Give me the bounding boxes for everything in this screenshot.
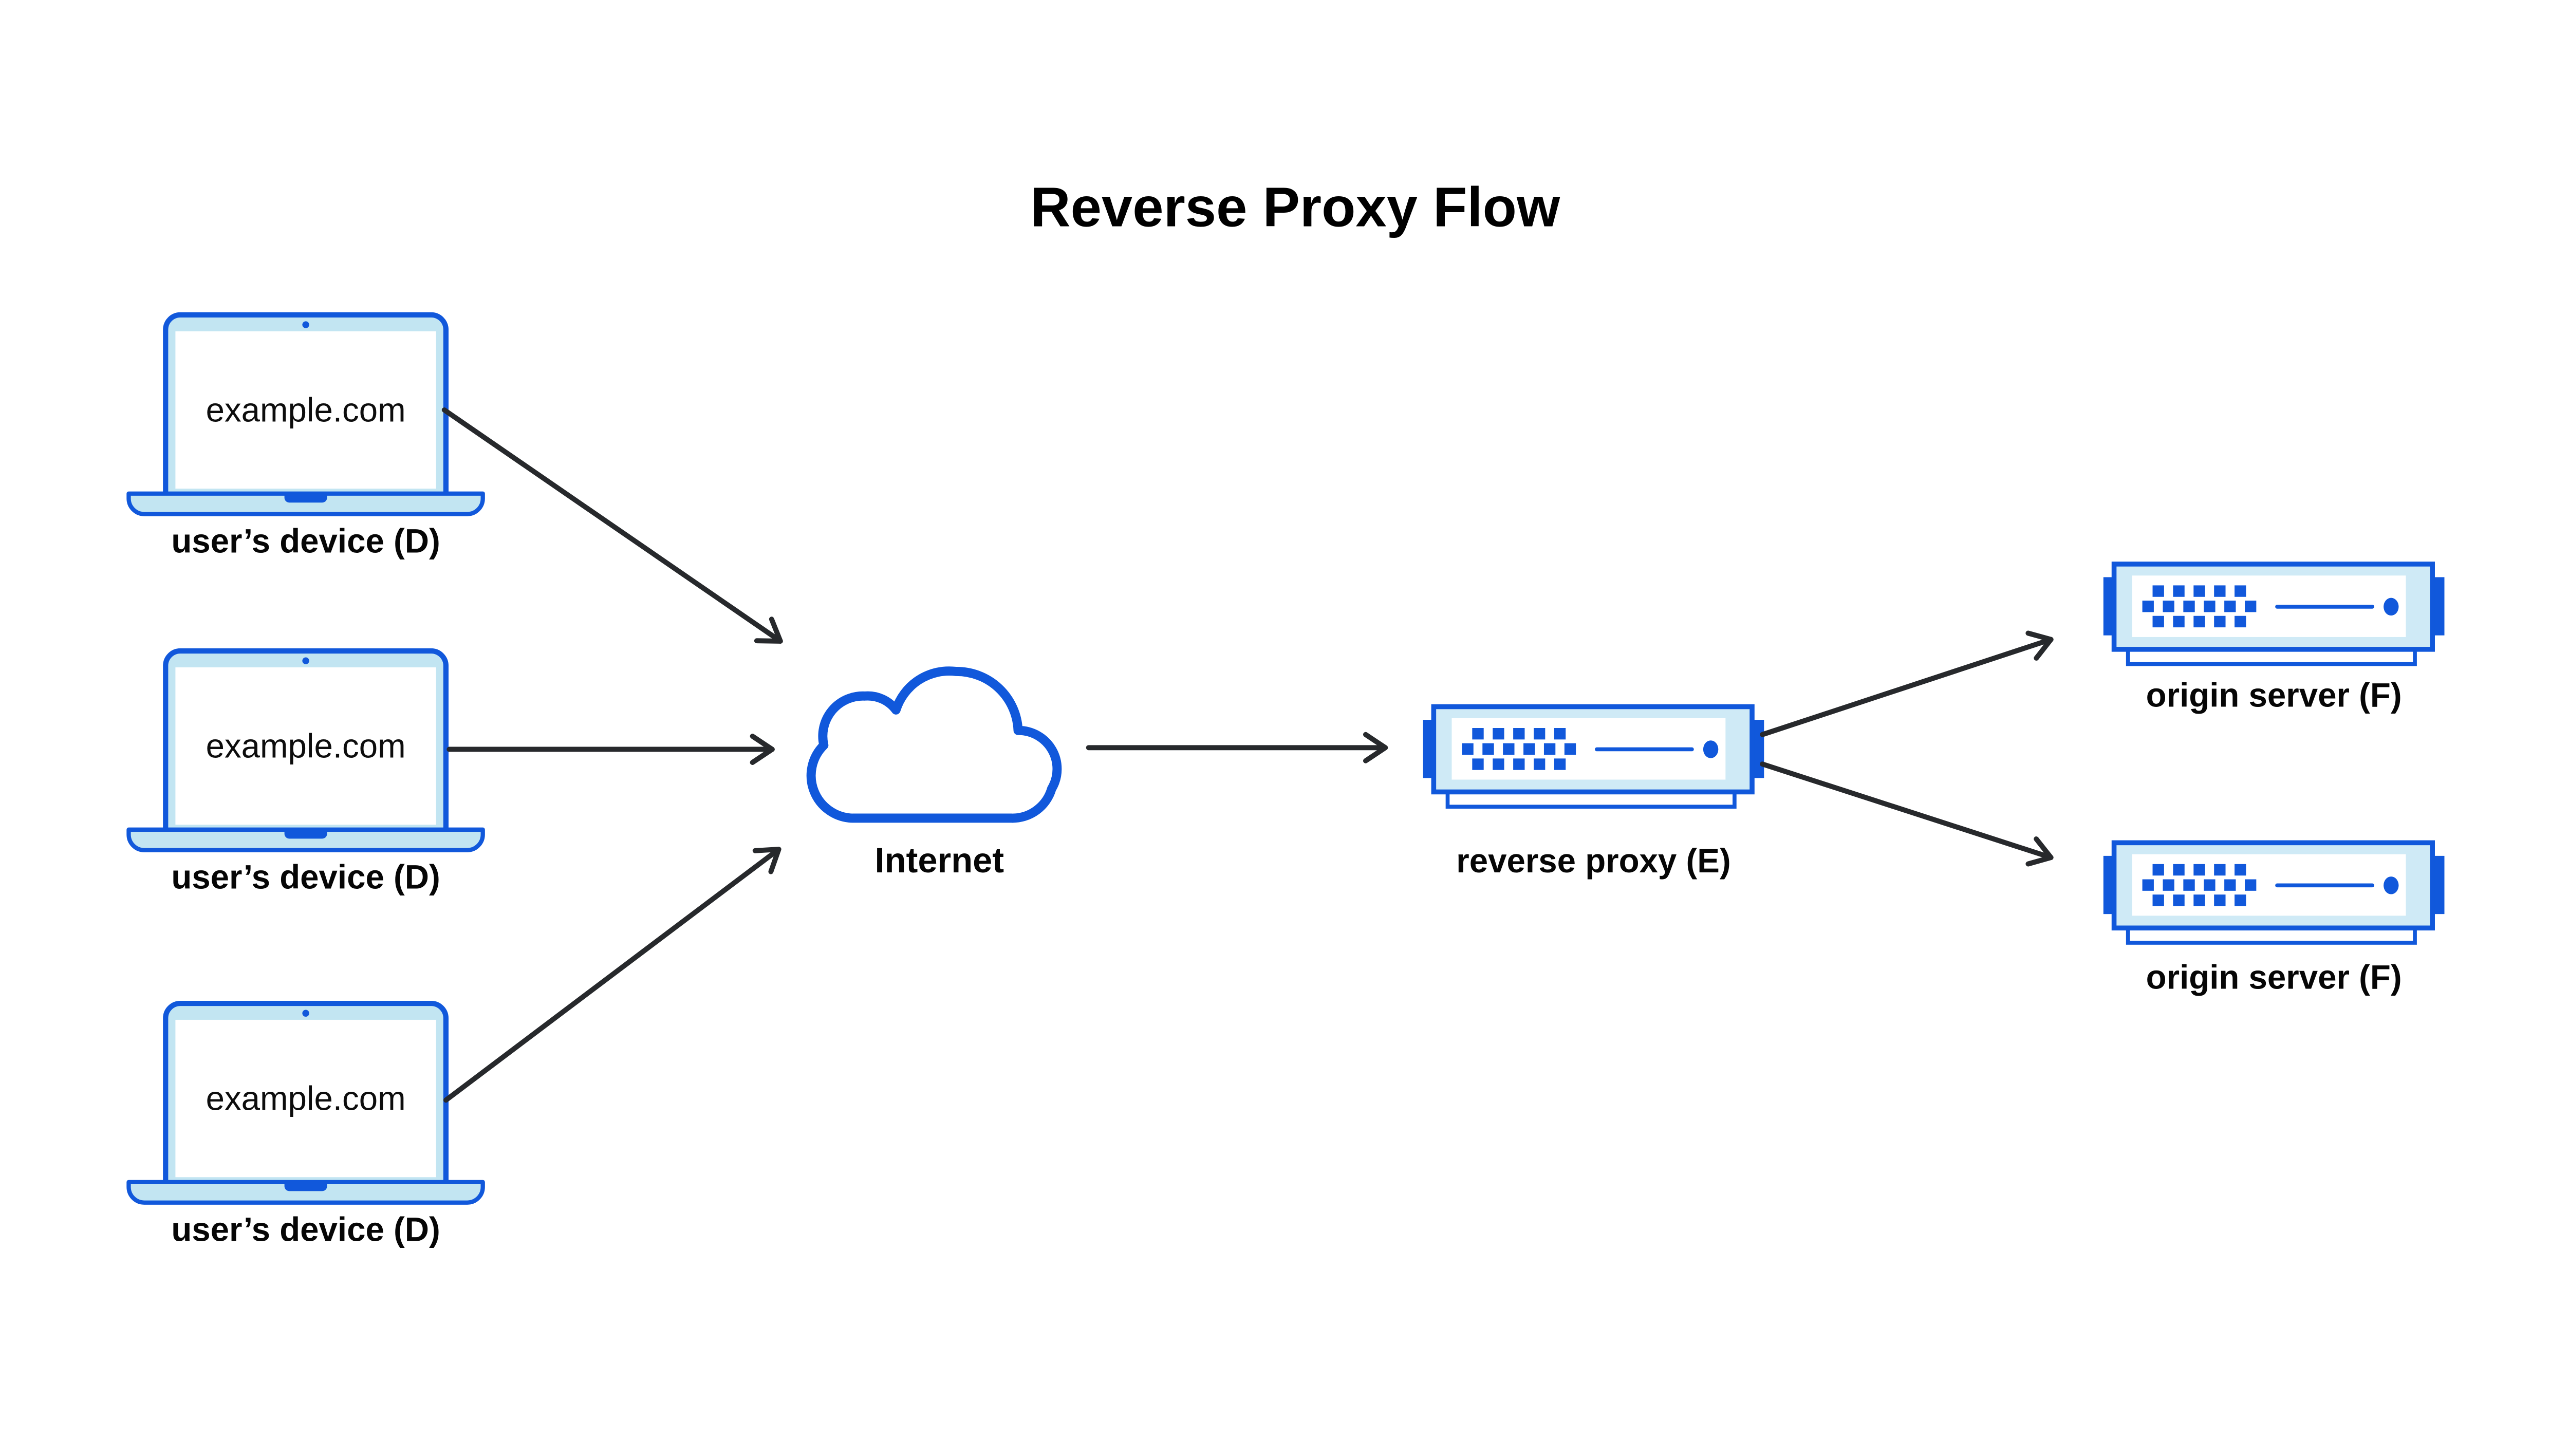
arrow-proxy-to-origin1 bbox=[1760, 630, 2054, 737]
device-label: user’s device (D) bbox=[171, 858, 440, 896]
server-icon bbox=[1423, 707, 1764, 807]
diagram-title: Reverse Proxy Flow bbox=[1030, 176, 1560, 238]
server-icon bbox=[2103, 564, 2445, 664]
origin-server-2: origin server (F) bbox=[2103, 843, 2445, 996]
arrow-proxy-to-origin2 bbox=[1760, 761, 2054, 867]
arrow-device1-to-internet bbox=[441, 407, 783, 644]
internet-label: Internet bbox=[875, 841, 1004, 880]
device-screen-text: example.com bbox=[206, 391, 406, 428]
server-icon bbox=[2103, 843, 2445, 943]
origin-server-label: origin server (F) bbox=[2146, 677, 2402, 714]
user-device-2: example.com user’s device (D) bbox=[128, 651, 482, 896]
device-screen-text: example.com bbox=[206, 1079, 406, 1117]
device-label: user’s device (D) bbox=[171, 1211, 440, 1248]
reverse-proxy-label: reverse proxy (E) bbox=[1456, 842, 1730, 880]
reverse-proxy-node: reverse proxy (E) bbox=[1423, 707, 1764, 880]
arrow-device3-to-internet bbox=[443, 847, 781, 1103]
device-label: user’s device (D) bbox=[171, 522, 440, 560]
user-device-3: example.com user’s device (D) bbox=[128, 1003, 482, 1248]
cloud-icon bbox=[806, 666, 1062, 823]
origin-server-1: origin server (F) bbox=[2103, 564, 2445, 714]
origin-server-label: origin server (F) bbox=[2146, 958, 2402, 996]
device-screen-text: example.com bbox=[206, 727, 406, 764]
internet-node: Internet bbox=[806, 666, 1062, 880]
user-device-1: example.com user’s device (D) bbox=[128, 315, 482, 560]
